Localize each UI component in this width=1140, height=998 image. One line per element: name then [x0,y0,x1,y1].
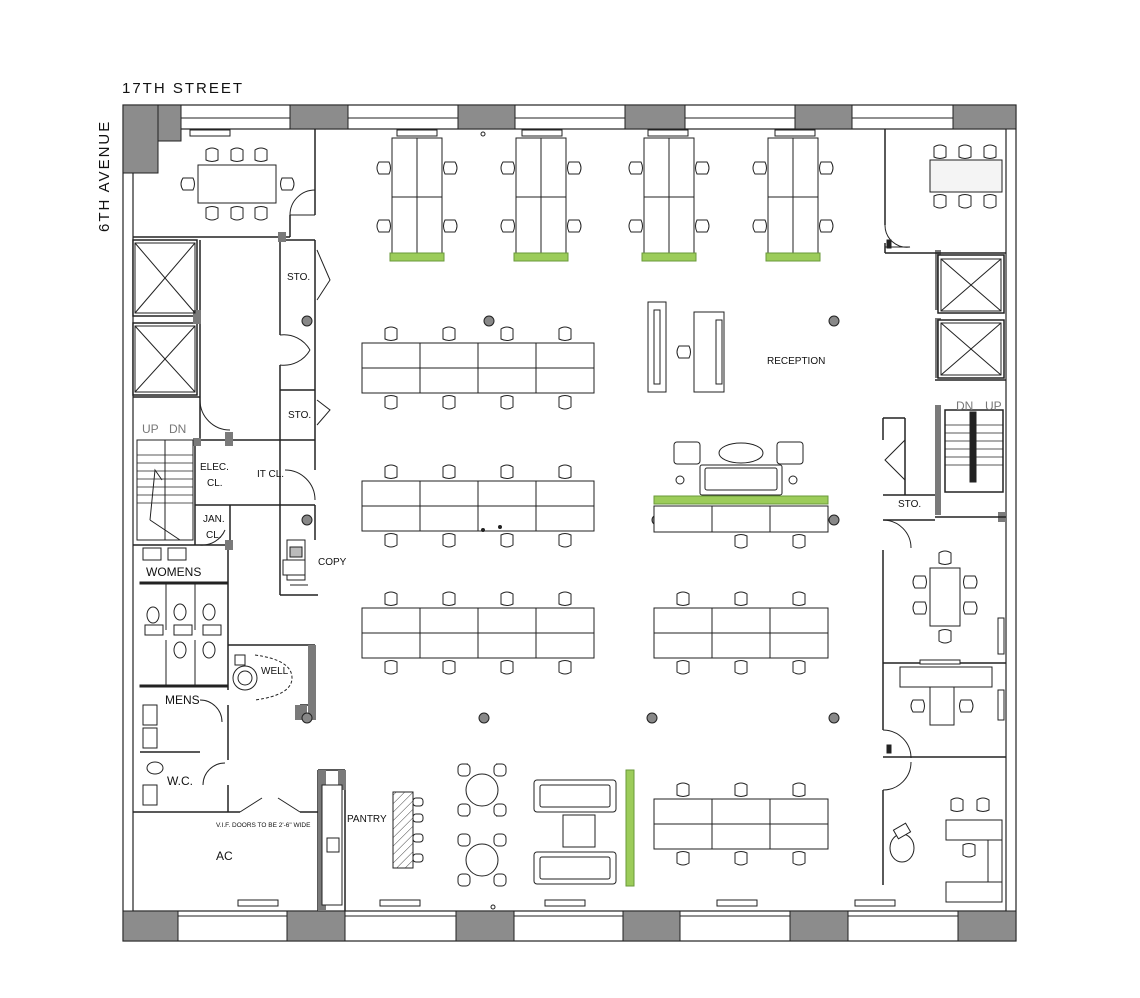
label-storage-2: STO. [288,410,312,421]
street-label-17th: 17TH STREET [122,80,245,97]
wellness-room [232,654,293,701]
label-storage-3: STO. [898,499,922,510]
label-door-note: V.I.F. DOORS TO BE 2'-6" WIDE [216,822,311,829]
conference-table-top-right [929,144,1003,209]
label-pantry: PANTRY [347,814,387,825]
label-jan-line2: CL. [206,530,222,541]
elevators-left [134,242,196,393]
stair-right [945,411,1003,483]
desk-pods-top [376,137,834,262]
label-wellness: WELL [261,666,289,677]
office-right-bottom [889,797,1003,903]
copy-area [282,539,308,586]
restrooms [139,547,229,806]
label-jan-line1: JAN. [203,514,225,525]
label-mens: MENS [165,693,200,707]
meeting-room-right [912,550,1005,655]
label-womens: WOMENS [146,565,202,579]
label-stair-right-up: UP [985,399,1002,413]
lounge-reception [673,441,804,496]
label-storage-1: STO. [287,272,311,283]
door-swings [199,189,912,813]
conference-table-top-left [180,147,295,221]
bench-desks-right [653,495,829,866]
misc-symbols [480,131,892,910]
bench-desks-left [361,326,595,675]
label-stair-right-dn: DN [956,399,974,413]
stair-left [136,439,194,541]
exterior-walls [122,104,1017,942]
label-elec-line2: CL. [207,478,223,489]
label-elec-line1: ELEC. [200,462,229,473]
elevators-right [940,258,1002,376]
street-label-6th-avenue: 6TH AVENUE [96,119,113,232]
lounge-bottom [533,769,635,887]
label-wc: W.C. [167,774,193,788]
label-stair-left-dn: DN [169,422,187,436]
round-tables [457,763,507,887]
label-reception: RECEPTION [767,356,826,367]
label-copy: COPY [318,557,347,568]
pantry [321,784,424,906]
label-stair-left-up: UP [142,422,159,436]
reception-desk [647,301,725,393]
office-right-middle [899,659,1005,726]
label-it-closet: IT CL. [257,469,285,480]
label-ac: AC [216,849,233,863]
